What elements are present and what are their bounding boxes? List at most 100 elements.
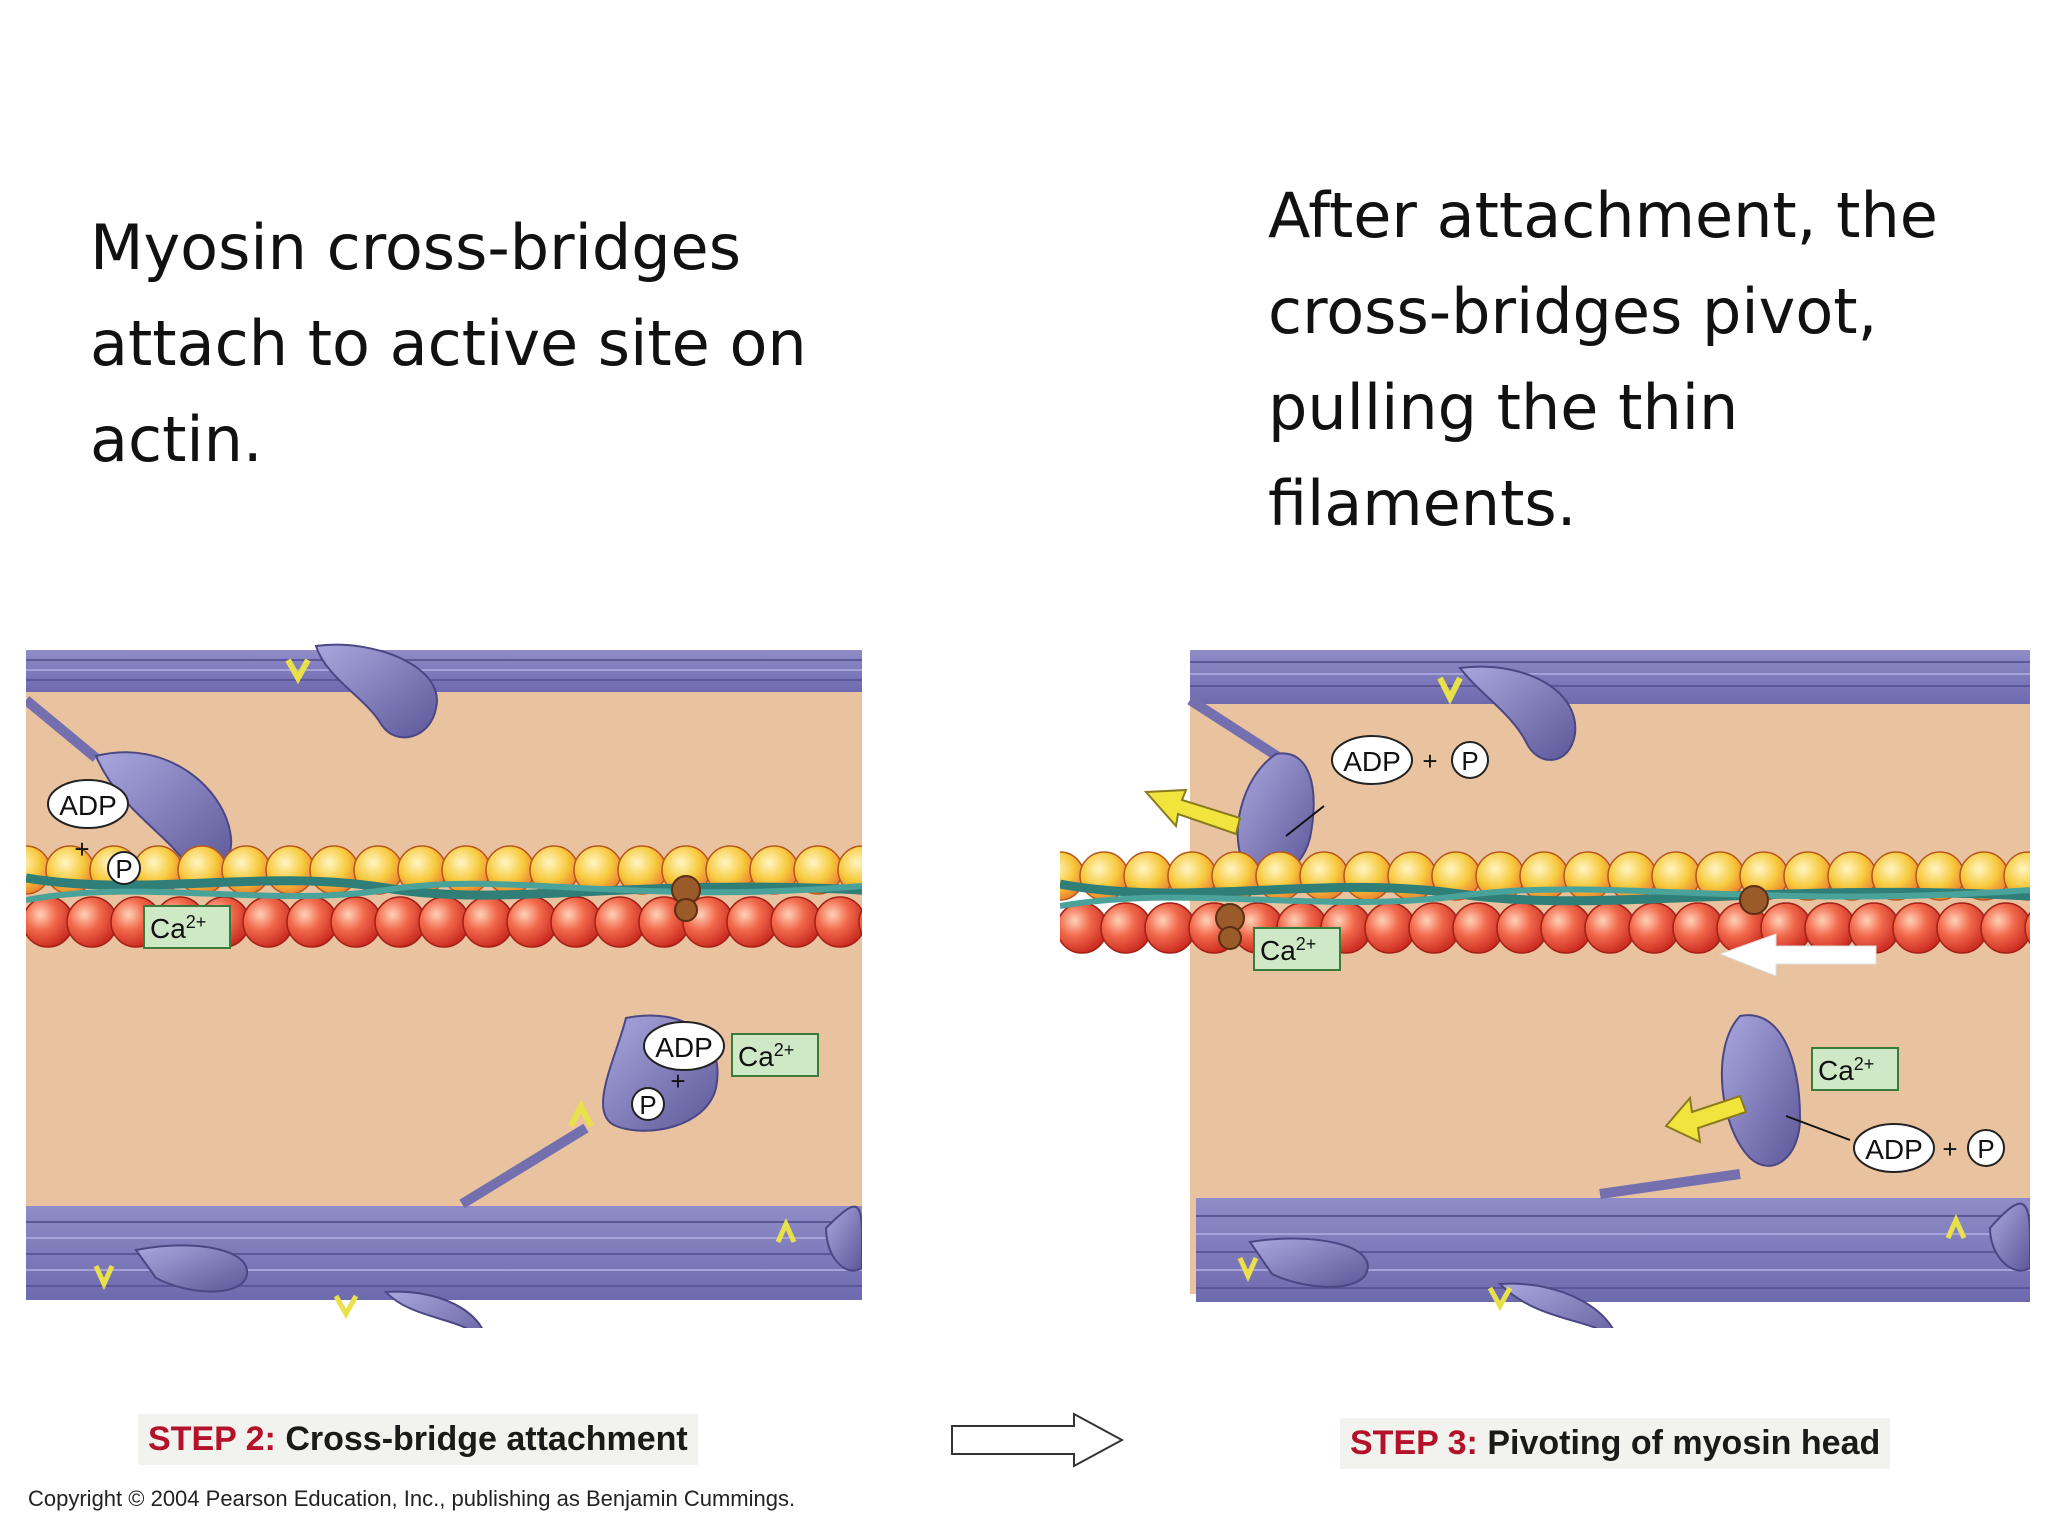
myosin-head <box>1248 1237 1369 1288</box>
actin-subunit <box>374 896 426 948</box>
myosin-hinge <box>333 1294 359 1320</box>
actin-subunit <box>594 896 646 948</box>
caption-step-2: Myosin cross-bridges attach to active si… <box>90 200 890 488</box>
actin-subunit <box>1060 902 1108 954</box>
myosin-hinge <box>1487 1286 1513 1312</box>
myosin-hinge <box>285 658 311 685</box>
actin-subunit <box>1980 902 2030 954</box>
myosin-neck <box>459 1123 589 1209</box>
calcium-label: Ca2+ <box>738 1040 794 1072</box>
myosin-head <box>1497 1282 1614 1328</box>
actin-subunit <box>26 896 74 948</box>
step-title: Cross-bridge attachment <box>275 1420 688 1458</box>
step-number: STEP 3: <box>1350 1424 1478 1462</box>
cytoplasm-background <box>26 654 862 1294</box>
phosphate-label: P <box>639 1090 656 1120</box>
actin-subunit <box>242 896 294 948</box>
actin-subunit <box>1144 902 1196 954</box>
actin-subunit <box>837 845 862 895</box>
myosin-hinge <box>1437 676 1463 705</box>
actin-subunit <box>1100 902 1152 954</box>
adp-label: ADP <box>59 790 117 821</box>
actin-subunit <box>1628 902 1680 954</box>
actin-subunit <box>66 896 118 948</box>
myosin-head <box>134 1244 249 1293</box>
calcium-label: Ca2+ <box>1260 934 1316 966</box>
myosin-neck <box>1599 1169 1741 1199</box>
caption-line: Myosin cross-bridges <box>90 211 741 284</box>
myosin-hinge <box>93 1264 115 1291</box>
cytoplasm-background <box>1190 654 2030 1294</box>
actin-subunit <box>1408 902 1460 954</box>
actin-subunit <box>462 896 514 948</box>
actin-subunit <box>221 845 271 895</box>
actin-subunit <box>550 896 602 948</box>
caption-line: filaments. <box>1268 467 1577 540</box>
step-3-label: STEP 3: Pivoting of myosin head <box>1340 1418 1891 1469</box>
calcium-box <box>143 905 231 949</box>
plus-sign: + <box>74 834 89 864</box>
plus-sign: + <box>1942 1134 1957 1164</box>
adp-label-bubble <box>1331 735 1413 785</box>
actin-subunit <box>1892 902 1944 954</box>
myosin-neck <box>26 696 100 762</box>
caption-line: After attachment, the <box>1268 179 1938 252</box>
actin-subunit <box>1452 902 1504 954</box>
release-arrow-line <box>1785 1115 1851 1141</box>
troponin <box>674 898 698 922</box>
phosphate-label: P <box>115 854 132 884</box>
myosin-hinge <box>568 1099 594 1128</box>
troponin <box>1739 885 1769 915</box>
caption-line: cross-bridges pivot, <box>1268 275 1878 348</box>
actin-subunit <box>1540 902 1592 954</box>
actin-subunit <box>330 896 382 948</box>
adp-label: ADP <box>1865 1134 1923 1165</box>
actin-subunit <box>418 896 470 948</box>
phosphate-label: P <box>1461 746 1478 776</box>
tropomyosin-strand <box>1060 886 2030 909</box>
calcium-box <box>1811 1047 1899 1091</box>
step-2-label: STEP 2: Cross-bridge attachment <box>138 1414 698 1465</box>
adp-label: ADP <box>1343 746 1401 777</box>
actin-subunit <box>770 896 822 948</box>
thick-filament-top <box>26 650 862 692</box>
release-arrow-line <box>1285 805 1325 837</box>
caption-step-3: After attachment, the cross-bridges pivo… <box>1268 168 2028 552</box>
filament-pull-arrow <box>1718 933 1877 977</box>
myosin-neck <box>1187 695 1283 763</box>
myosin-hinge <box>775 1217 797 1244</box>
myosin-head <box>824 1205 862 1272</box>
cross-bridge-attachment-diagram: ADP + P Ca2+ ADP + P Ca2+ <box>26 643 862 1328</box>
actin-subunit <box>726 896 778 948</box>
calcium-label: Ca2+ <box>150 912 206 944</box>
adp-label-bubble <box>47 779 129 829</box>
phosphate-bubble <box>1451 741 1489 779</box>
myosin-hinge <box>1237 1256 1259 1283</box>
phosphate-bubble <box>1967 1129 2005 1167</box>
calcium-box <box>1253 927 1341 971</box>
movement-arrow <box>1664 1094 1748 1144</box>
myosin-head-attached <box>1720 1014 1802 1167</box>
phosphate-bubble <box>107 851 141 885</box>
myosin-head <box>314 643 438 739</box>
actin-subunit <box>814 896 862 948</box>
actin-subunit <box>1364 902 1416 954</box>
caption-line: actin. <box>90 403 263 476</box>
plus-sign: + <box>670 1066 685 1096</box>
actin-subunit <box>1343 851 1393 901</box>
caption-line: pulling the thin <box>1268 371 1739 444</box>
calcium-box <box>731 1033 819 1077</box>
adp-label-bubble <box>1853 1123 1935 1173</box>
actin-subunit <box>858 908 862 936</box>
actin-subunit <box>1496 902 1548 954</box>
actin-subunit <box>2024 911 2030 945</box>
myosin-head-pivot-diagram: ADP + P Ca2+ Ca2+ ADP + P <box>1060 650 2030 1328</box>
actin-subunit <box>1936 902 1988 954</box>
next-step-arrow <box>951 1412 1125 1468</box>
phosphate-bubble <box>631 1087 665 1121</box>
actin-subunit <box>286 896 338 948</box>
adp-label: ADP <box>655 1032 713 1063</box>
thin-filament <box>1060 851 2030 954</box>
myosin-head <box>1988 1202 2030 1272</box>
caption-line: attach to active site on <box>90 307 807 380</box>
